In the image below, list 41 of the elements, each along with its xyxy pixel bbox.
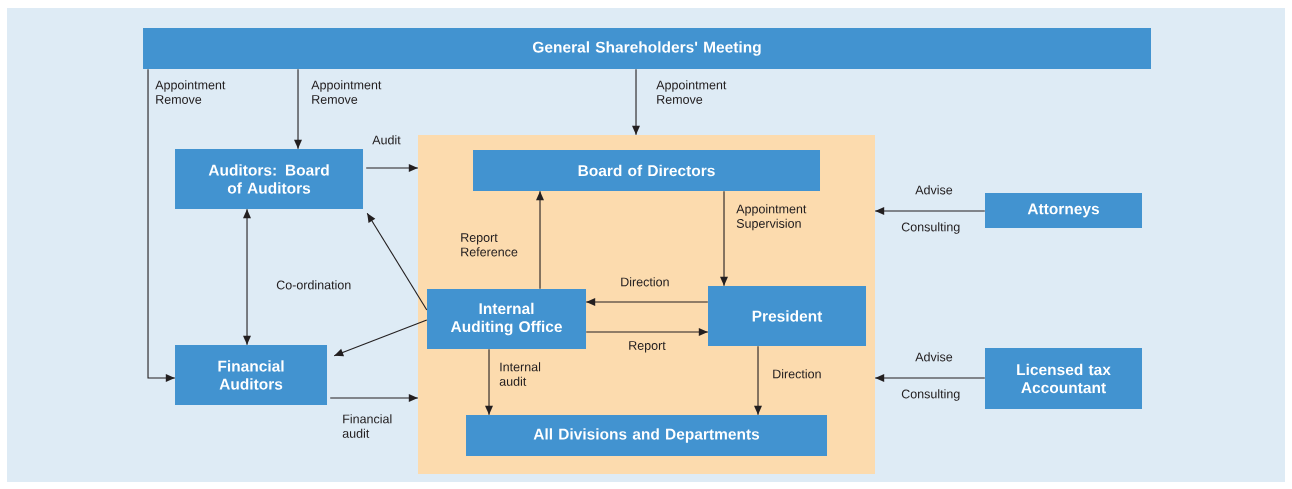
org-box: Attorneys — [985, 193, 1142, 228]
arrow — [585, 328, 709, 336]
arrow — [366, 212, 428, 311]
org-box: Auditors: Board of Auditors — [175, 149, 363, 209]
arrow — [147, 68, 176, 382]
arrow — [874, 207, 986, 215]
note-text: Consulting — [901, 222, 960, 234]
arrow — [333, 319, 428, 357]
arrow — [874, 374, 986, 382]
edge-label: Report Reference — [461, 233, 518, 257]
arrow — [536, 190, 544, 290]
edge-label: Direction — [621, 277, 669, 287]
edge-label: Report — [629, 341, 666, 353]
arrow — [365, 164, 419, 172]
org-box: All Divisions and Departments — [466, 415, 827, 456]
arrow — [754, 345, 762, 416]
edge-label: Direction — [773, 369, 821, 379]
org-box: President — [708, 286, 866, 346]
arrow — [585, 298, 709, 306]
edge-label: Appointment Supervision — [736, 204, 807, 231]
edge-label: Appointment Remove — [656, 80, 727, 104]
edge-label: Audit — [372, 135, 401, 145]
edge-label: Advise — [915, 352, 953, 362]
arrow — [485, 348, 493, 416]
arrow — [294, 68, 302, 150]
edge-label: Co-ordination — [276, 280, 351, 290]
edge-label: Appointment Remove — [311, 80, 382, 104]
org-box: General Shareholders' Meeting — [143, 28, 1151, 69]
note-text: Consulting — [901, 389, 960, 401]
arrow — [632, 68, 640, 136]
org-box: Licensed tax Accountant — [985, 348, 1142, 409]
org-box: Board of Directors — [473, 150, 820, 191]
arrow — [720, 190, 728, 287]
arrow — [243, 208, 251, 346]
edge-label: Financial audit — [342, 414, 392, 438]
edge-label: Appointment Remove — [155, 80, 226, 104]
edge-label: Internal audit — [499, 362, 541, 386]
edge-label: Advise — [915, 185, 953, 195]
org-box: Internal Auditing Office — [427, 289, 586, 349]
org-box: Financial Auditors — [175, 345, 327, 405]
arrow — [329, 394, 419, 402]
